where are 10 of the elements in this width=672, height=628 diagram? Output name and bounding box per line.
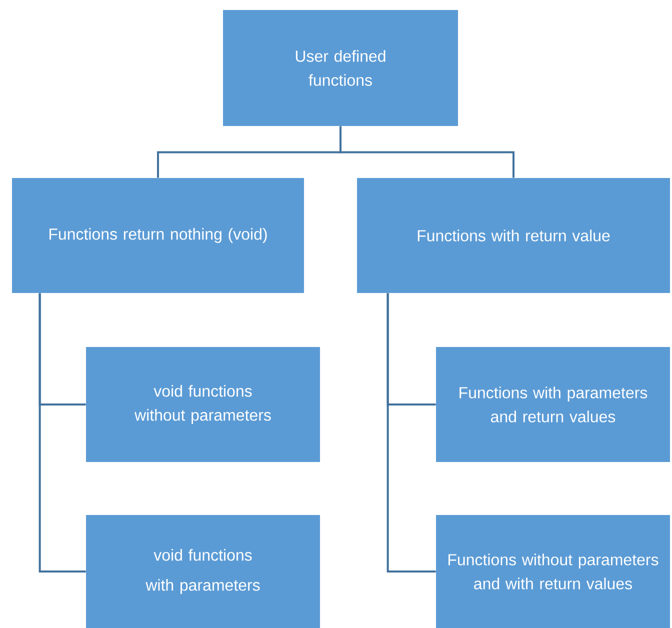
process-box: Functions return nothing (void) — [12, 178, 304, 293]
process-box: Functions with return value — [357, 178, 670, 293]
process-box: User defined functions — [223, 10, 458, 126]
process-box: void functions without parameters — [86, 347, 320, 462]
process-box: Functions without parameters and with return values — [436, 515, 670, 628]
connector-line — [340, 126, 514, 178]
connector-line — [38, 293, 86, 572]
process-box: void functions with parameters — [86, 515, 320, 628]
connector-line — [386, 293, 436, 572]
process-box: Functions with parameters and return values — [436, 347, 670, 462]
